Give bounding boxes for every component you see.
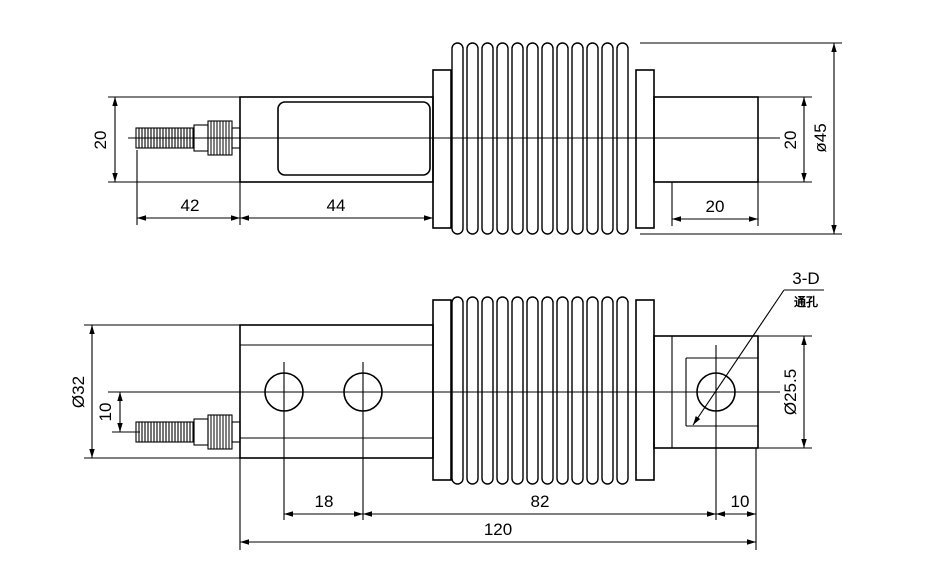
top-view: 20 42 44 20 ø45 20 <box>91 42 842 235</box>
bellows-fin <box>511 296 524 485</box>
top-end-block <box>653 96 759 183</box>
dim-diameter-outer: ø45 <box>811 123 830 152</box>
dim-cable-length: 42 <box>181 196 200 215</box>
bellows-fin <box>526 296 539 485</box>
bottom-right-collar <box>635 299 655 481</box>
dim-offset: 10 <box>96 403 115 422</box>
top-right-collar <box>635 69 655 229</box>
bellows-fin <box>586 296 599 485</box>
bellows-fin <box>541 296 554 485</box>
dim-hole-spacing-2: 82 <box>531 492 550 511</box>
bottom-view: Ø32 10 18 82 10 120 Ø25.5 3-D 通孔 <box>69 269 824 550</box>
dim-hole-spacing-1: 18 <box>315 492 334 511</box>
bellows-fin <box>466 296 479 485</box>
gland-cap <box>193 418 209 446</box>
hole-note-leader <box>692 289 785 426</box>
dim-end-offset: 10 <box>731 492 750 511</box>
top-body-block <box>239 96 434 183</box>
hole-note-spec: 3-D <box>792 269 819 288</box>
dim-diameter-end: Ø25.5 <box>781 369 800 415</box>
top-collar <box>432 69 452 229</box>
bellows-fin <box>556 296 569 485</box>
dim-height-right: 20 <box>781 131 800 150</box>
bellows-fin <box>451 296 464 485</box>
bottom-bellows <box>451 296 629 485</box>
bellows-fin <box>481 296 494 485</box>
dim-total-length: 120 <box>484 520 512 539</box>
bellows-fin <box>601 296 614 485</box>
bottom-cable-gland <box>135 414 241 450</box>
bellows-fin <box>616 296 629 485</box>
dim-body-length: 44 <box>327 196 346 215</box>
bottom-collar <box>432 299 452 481</box>
dim-diameter-body: Ø32 <box>69 376 88 408</box>
dim-end-length: 20 <box>706 197 725 216</box>
bellows-fin <box>496 296 509 485</box>
hole-note-label: 通孔 <box>794 294 818 309</box>
bellows-fin <box>571 296 584 485</box>
gland-neck <box>231 421 241 443</box>
dim-height-left: 20 <box>91 131 110 150</box>
